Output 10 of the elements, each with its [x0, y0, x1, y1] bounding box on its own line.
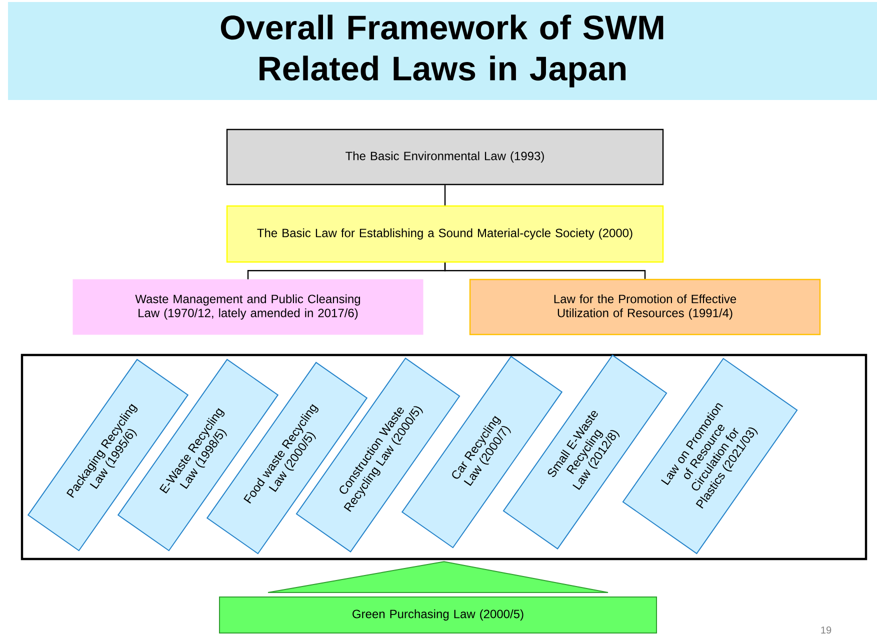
law-box: The Basic Law for Establishing a Sound Material-cycle Society (2000) [226, 205, 664, 263]
law-box: Waste Management and Public Cleansing Law (1970/12, lately amended in 2017/6) [72, 279, 424, 335]
law-box: The Basic Environmental Law (1993) [226, 128, 664, 186]
page-number: 19 [821, 626, 832, 634]
title-banner: Overall Framework of SWM Related Laws in Japan [8, 2, 877, 100]
law-box: Green Purchasing Law (2000/5) [219, 596, 657, 634]
wide-arrow [268, 561, 608, 593]
law-box: Law for the Promotion of Effective Utilization of Resources (1991/4) [469, 278, 821, 336]
connector-line [444, 262, 646, 279]
connector-line [444, 185, 446, 206]
